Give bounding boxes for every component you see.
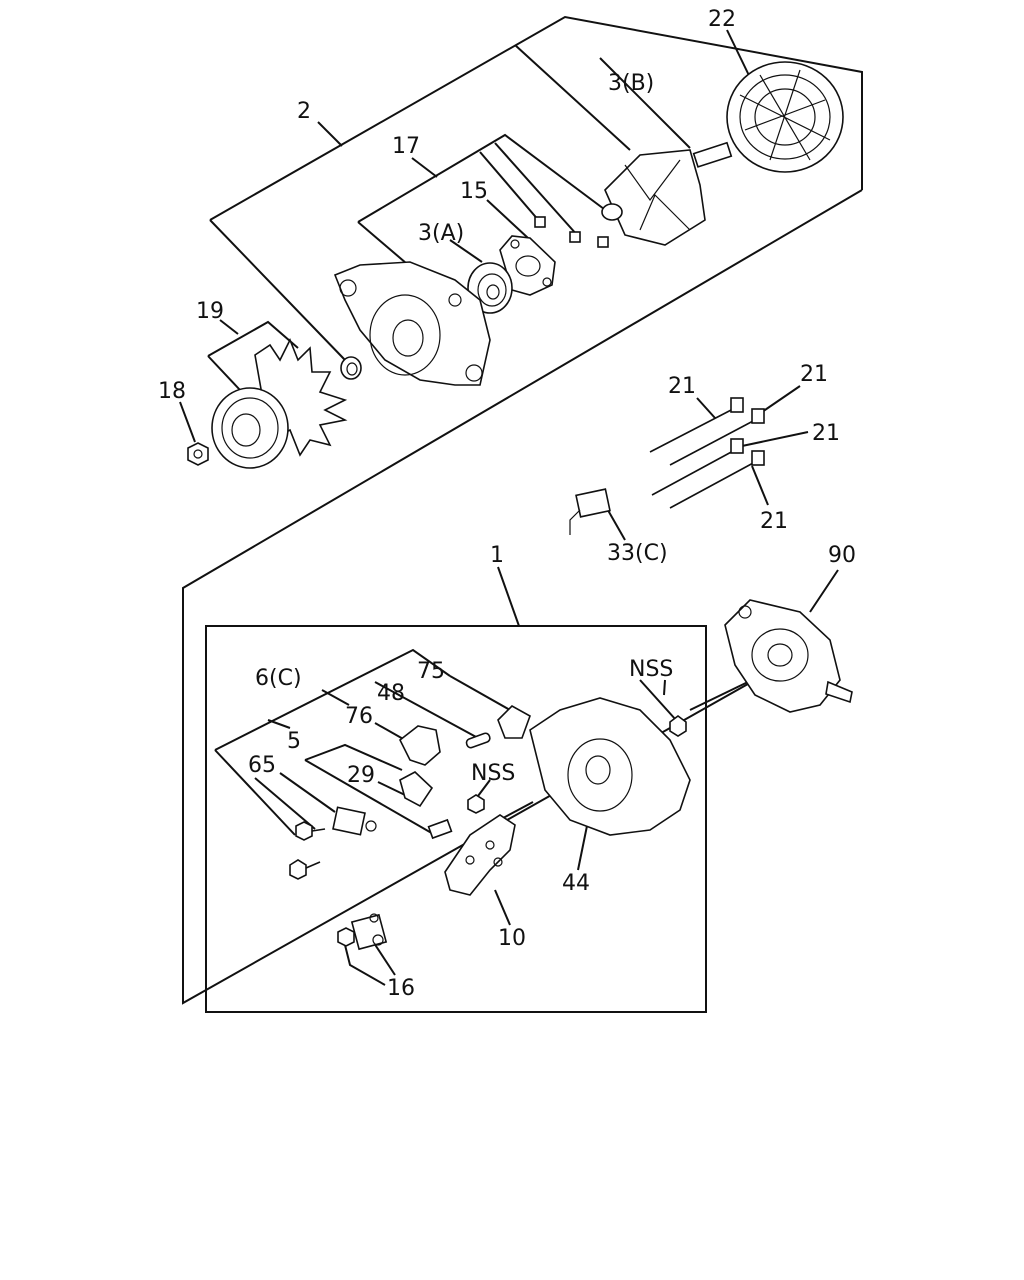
- label-65: 65: [248, 753, 276, 778]
- label-21-c: 21: [812, 421, 840, 446]
- front-housing-part: [333, 261, 491, 386]
- nss-nuts-part: [467, 715, 687, 814]
- label-44: 44: [562, 871, 590, 896]
- connector-part: [569, 488, 611, 535]
- label-3a: 3(A): [418, 221, 464, 246]
- label-21-a: 21: [668, 374, 696, 399]
- label-48: 48: [377, 681, 405, 706]
- rotor-part: [601, 141, 733, 246]
- label-76: 76: [345, 704, 373, 729]
- regulator-screws-part: [289, 818, 453, 880]
- label-29: 29: [347, 763, 375, 788]
- label-90: 90: [828, 543, 856, 568]
- screws-part: [534, 216, 609, 248]
- label-6c: 6(C): [255, 666, 302, 691]
- label-22: 22: [708, 7, 736, 32]
- label-2: 2: [297, 99, 311, 124]
- bolt-plate-part: [337, 913, 388, 951]
- label-nss-1: NSS: [629, 657, 673, 682]
- label-5: 5: [287, 729, 301, 754]
- label-21-d: 21: [760, 509, 788, 534]
- spacer-part: [340, 356, 362, 380]
- label-15: 15: [460, 179, 488, 204]
- label-16: 16: [387, 976, 415, 1001]
- label-33c: 33(C): [607, 541, 668, 566]
- label-17: 17: [392, 134, 420, 159]
- regulator-small-parts: [398, 705, 531, 808]
- terminal-part: [332, 806, 377, 836]
- label-1: 1: [490, 543, 504, 568]
- rear-housing-part: [529, 697, 691, 836]
- label-18: 18: [158, 379, 186, 404]
- label-nss-2: NSS: [471, 761, 515, 786]
- rectifier-part: [444, 814, 516, 896]
- pulley-fan-part: [211, 338, 348, 469]
- stator-part: [726, 61, 844, 173]
- label-21-b: 21: [800, 362, 828, 387]
- callout-labels: 2 22 3(B) 17 15 3(A) 19 18 21 21 21 21 3…: [158, 7, 856, 1001]
- label-3b: 3(B): [608, 71, 654, 96]
- vacuum-pump-part: [724, 599, 853, 713]
- retainer-plate-part: [499, 235, 556, 296]
- label-10: 10: [498, 926, 526, 951]
- nut-part: [187, 442, 209, 466]
- through-bolts-part: [649, 397, 765, 509]
- label-75: 75: [417, 659, 445, 684]
- label-19: 19: [196, 299, 224, 324]
